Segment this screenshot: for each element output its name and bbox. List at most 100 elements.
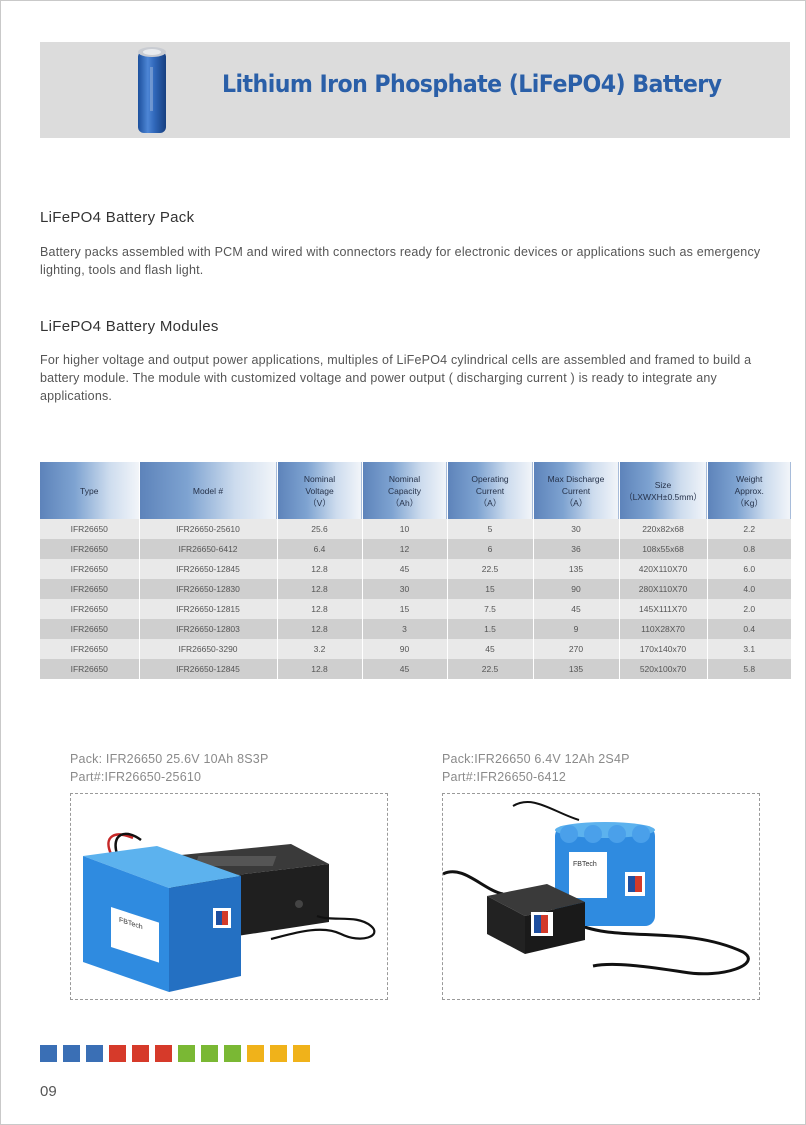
cylindrical-cell-image <box>138 47 166 133</box>
table-cell: 45 <box>447 639 534 659</box>
color-square <box>86 1045 103 1062</box>
battery-pack-heading: LiFePO4 Battery Pack <box>40 209 195 226</box>
pack-1-part-number: Part#:IFR26650-25610 <box>70 770 202 784</box>
table-cell: 3.1 <box>707 639 791 659</box>
table-cell: 220x82x68 <box>619 519 708 539</box>
table-cell: 7.5 <box>447 599 534 619</box>
battery-modules-heading: LiFePO4 Battery Modules <box>40 318 219 335</box>
table-cell: IFR26650 <box>40 559 140 579</box>
pack-1-photo: FBTech <box>83 832 376 992</box>
table-cell: 0.4 <box>707 619 791 639</box>
table-cell: 36 <box>533 539 620 559</box>
color-square <box>178 1045 195 1062</box>
header-model: Model # <box>139 462 278 519</box>
table-cell: 6.0 <box>707 559 791 579</box>
table-cell: 45 <box>362 559 448 579</box>
table-cell: IFR26650 <box>40 579 140 599</box>
table-cell: 3 <box>362 619 448 639</box>
color-square <box>40 1045 57 1062</box>
table-cell: IFR26650 <box>40 519 140 539</box>
table-cell: 1.5 <box>447 619 534 639</box>
table-cell: IFR26650 <box>40 659 140 679</box>
color-square <box>201 1045 218 1062</box>
table-cell: 12.8 <box>277 659 363 679</box>
charger-image <box>487 884 585 954</box>
color-strip <box>40 1045 310 1062</box>
color-square <box>224 1045 241 1062</box>
table-cell: IFR26650-3290 <box>139 639 278 659</box>
table-cell: 12 <box>362 539 448 559</box>
page-number: 09 <box>40 1083 57 1100</box>
header-weight: Weight Approx. （Kg） <box>707 462 791 519</box>
table-cell: 5.8 <box>707 659 791 679</box>
table-cell: 45 <box>533 599 620 619</box>
table-cell: 22.5 <box>447 659 534 679</box>
table-cell: 10 <box>362 519 448 539</box>
table-cell: IFR26650 <box>40 639 140 659</box>
header-operating-current: Operating Current （A） <box>447 462 534 519</box>
header-max-discharge-current: Max Discharge Current （A） <box>533 462 620 519</box>
header-nominal-voltage: Nominal Voltage （V） <box>277 462 363 519</box>
table-cell: IFR26650-12803 <box>139 619 278 639</box>
pack-1-spec: Pack: IFR26650 25.6V 10Ah 8S3P <box>70 752 269 766</box>
table-cell: 30 <box>533 519 620 539</box>
banner-title: Lithium Iron Phosphate (LiFePO4) Battery <box>222 70 722 98</box>
table-cell: 6 <box>447 539 534 559</box>
table-cell: 108x55x68 <box>619 539 708 559</box>
color-square <box>247 1045 264 1062</box>
table-cell: 12.8 <box>277 599 363 619</box>
table-cell: IFR26650-6412 <box>139 539 278 559</box>
header-type: Type <box>40 462 140 519</box>
table-cell: IFR26650 <box>40 539 140 559</box>
table-cell: 12.8 <box>277 579 363 599</box>
pack-2-photo-frame: FBTech <box>442 793 760 1000</box>
table-cell: 15 <box>447 579 534 599</box>
pack-1-caption: Pack: IFR26650 25.6V 10Ah 8S3P Part#:IFR… <box>70 750 269 786</box>
table-cell: 520x100x70 <box>619 659 708 679</box>
battery-modules-description: For higher voltage and output power appl… <box>40 353 752 403</box>
table-cell: 270 <box>533 639 620 659</box>
title-banner: Lithium Iron Phosphate (LiFePO4) Battery <box>40 42 790 138</box>
color-square <box>293 1045 310 1062</box>
battery-pack-description: Battery packs assembled with PCM and wir… <box>40 245 761 277</box>
pack-2-photo: FBTech <box>442 801 750 976</box>
table-cell: 135 <box>533 559 620 579</box>
table-cell: 0.8 <box>707 539 791 559</box>
table-cell: 25.6 <box>277 519 363 539</box>
table-cell: IFR26650-12845 <box>139 659 278 679</box>
color-square <box>270 1045 287 1062</box>
header-nominal-capacity: Nominal Capacity （Ah） <box>362 462 448 519</box>
table-cell: 90 <box>533 579 620 599</box>
battery-pack-image: FBTech <box>83 846 241 992</box>
table-cell: 3.2 <box>277 639 363 659</box>
table-cell: 12.8 <box>277 619 363 639</box>
table-cell: 90 <box>362 639 448 659</box>
table-cell: 12.8 <box>277 559 363 579</box>
table-cell: IFR26650-25610 <box>139 519 278 539</box>
table-cell: 4.0 <box>707 579 791 599</box>
pack-2-label-brand: FBTech <box>573 861 597 868</box>
color-square <box>132 1045 149 1062</box>
table-cell: 22.5 <box>447 559 534 579</box>
color-square <box>109 1045 126 1062</box>
table-cell: 420X110X70 <box>619 559 708 579</box>
table-cell: 135 <box>533 659 620 679</box>
table-cell: 110X28X70 <box>619 619 708 639</box>
table-cell: 145X111X70 <box>619 599 708 619</box>
table-cell: 6.4 <box>277 539 363 559</box>
pack-2-part-number: Part#:IFR26650-6412 <box>442 770 567 784</box>
table-cell: IFR26650 <box>40 619 140 639</box>
table-cell: 2.0 <box>707 599 791 619</box>
table-cell: 9 <box>533 619 620 639</box>
table-cell: 280X110X70 <box>619 579 708 599</box>
header-size: Size （LXWXH±0.5mm） <box>619 462 708 519</box>
pack-2-spec: Pack:IFR26650 6.4V 12Ah 2S4P <box>442 752 630 766</box>
table-cell: 30 <box>362 579 448 599</box>
battery-pack-image: FBTech <box>555 822 655 926</box>
